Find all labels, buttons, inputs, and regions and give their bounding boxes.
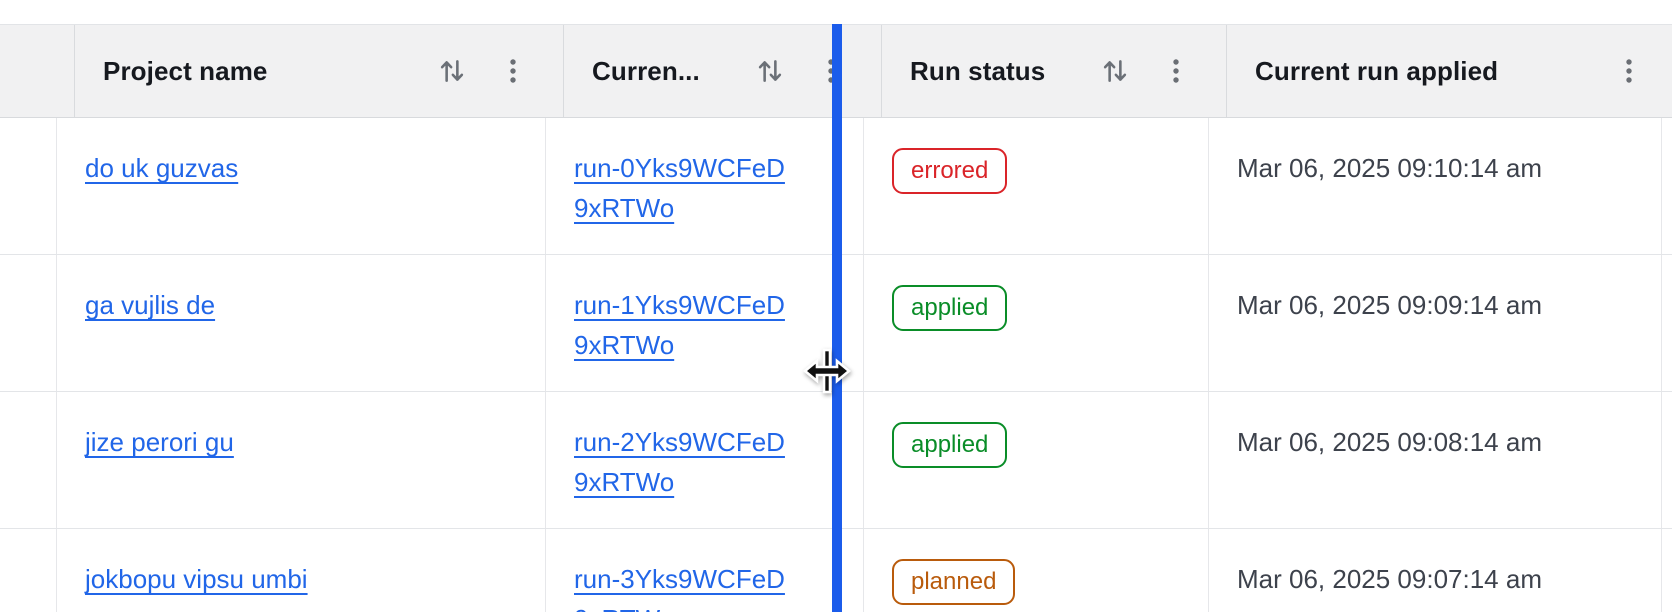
current-run-applied-cell: Mar 06, 2025 09:10:14 am — [1209, 118, 1662, 254]
kebab-icon[interactable] — [1172, 57, 1180, 85]
projects-table: Project name Curre — [0, 24, 1672, 612]
run-link[interactable]: run-2Yks9WCFeD 9xRTWo — [574, 422, 785, 502]
column-label-current-run-applied: Current run applied — [1255, 55, 1499, 86]
column-resize-indicator[interactable] — [832, 24, 842, 612]
run-link[interactable]: run-0Yks9WCFeD 9xRTWo — [574, 148, 785, 228]
applied-timestamp: Mar 06, 2025 09:08:14 am — [1237, 427, 1542, 457]
run-status-cell: planned — [864, 529, 1209, 612]
current-run-applied-cell: Mar 06, 2025 09:08:14 am — [1209, 392, 1662, 528]
current-run-cell: run-3Yks9WCFeD 9xRTW — [546, 529, 864, 612]
gutter-cell — [0, 392, 57, 528]
run-link[interactable]: run-3Yks9WCFeD 9xRTW — [574, 559, 785, 612]
run-status-cell: applied — [864, 392, 1209, 528]
run-link[interactable]: run-1Yks9WCFeD 9xRTWo — [574, 285, 785, 365]
run-status-cell: errored — [864, 118, 1209, 254]
applied-timestamp: Mar 06, 2025 09:07:14 am — [1237, 564, 1542, 594]
sort-icon[interactable] — [757, 56, 783, 86]
project-name-cell: jize perori gu — [57, 392, 546, 528]
applied-timestamp: Mar 06, 2025 09:10:14 am — [1237, 153, 1542, 183]
run-id-line1: run-1Yks9WCFeD — [574, 290, 785, 320]
gutter-cell — [0, 118, 57, 254]
column-label-run-status: Run status — [910, 55, 1046, 86]
run-status-cell: applied — [864, 255, 1209, 391]
run-id-line1: run-0Yks9WCFeD — [574, 153, 785, 183]
column-header-current-run[interactable]: Curren... — [564, 25, 882, 117]
gutter-cell — [0, 255, 57, 391]
project-name-cell: jokbopu vipsu umbi — [57, 529, 546, 612]
column-label-current-run: Curren... — [592, 55, 700, 86]
kebab-icon[interactable] — [1625, 57, 1633, 85]
column-header-project-name[interactable]: Project name — [75, 25, 564, 117]
current-run-applied-cell: Mar 06, 2025 09:09:14 am — [1209, 255, 1662, 391]
status-badge: applied — [892, 422, 1008, 468]
current-run-cell: run-1Yks9WCFeD 9xRTWo — [546, 255, 864, 391]
current-run-cell: run-0Yks9WCFeD 9xRTWo — [546, 118, 864, 254]
kebab-icon[interactable] — [509, 57, 517, 85]
run-id-line2: 9xRTW — [574, 604, 660, 612]
column-header-run-status[interactable]: Run status — [882, 25, 1227, 117]
project-name-cell: do uk guzvas — [57, 118, 546, 254]
project-link[interactable]: jokbopu vipsu umbi — [85, 564, 308, 594]
applied-timestamp: Mar 06, 2025 09:09:14 am — [1237, 290, 1542, 320]
column-label-project-name: Project name — [103, 55, 268, 86]
run-id-line2: 9xRTWo — [574, 330, 675, 360]
current-run-cell: run-2Yks9WCFeD 9xRTWo — [546, 392, 864, 528]
sort-icon[interactable] — [439, 56, 465, 86]
project-link[interactable]: ga vujlis de — [85, 290, 216, 320]
clipped-cell: e — [1662, 255, 1672, 391]
current-run-applied-cell: Mar 06, 2025 09:07:14 am — [1209, 529, 1662, 612]
status-badge: errored — [892, 148, 1008, 194]
sort-icon[interactable] — [1102, 56, 1128, 86]
clipped-cell: e — [1662, 392, 1672, 528]
gutter-cell — [0, 529, 57, 612]
project-name-cell: ga vujlis de — [57, 255, 546, 391]
clipped-cell: e — [1662, 118, 1672, 254]
run-id-line1: run-2Yks9WCFeD — [574, 427, 785, 457]
project-link[interactable]: do uk guzvas — [85, 153, 239, 183]
project-link[interactable]: jize perori gu — [85, 427, 234, 457]
status-badge: applied — [892, 285, 1008, 331]
run-id-line2: 9xRTWo — [574, 467, 675, 497]
column-header-gutter — [0, 25, 75, 117]
run-id-line2: 9xRTWo — [574, 193, 675, 223]
status-badge: planned — [892, 559, 1016, 605]
run-id-line1: run-3Yks9WCFeD — [574, 564, 785, 594]
clipped-cell: e — [1662, 529, 1672, 612]
column-header-current-run-applied[interactable]: Current run applied — [1227, 25, 1672, 117]
